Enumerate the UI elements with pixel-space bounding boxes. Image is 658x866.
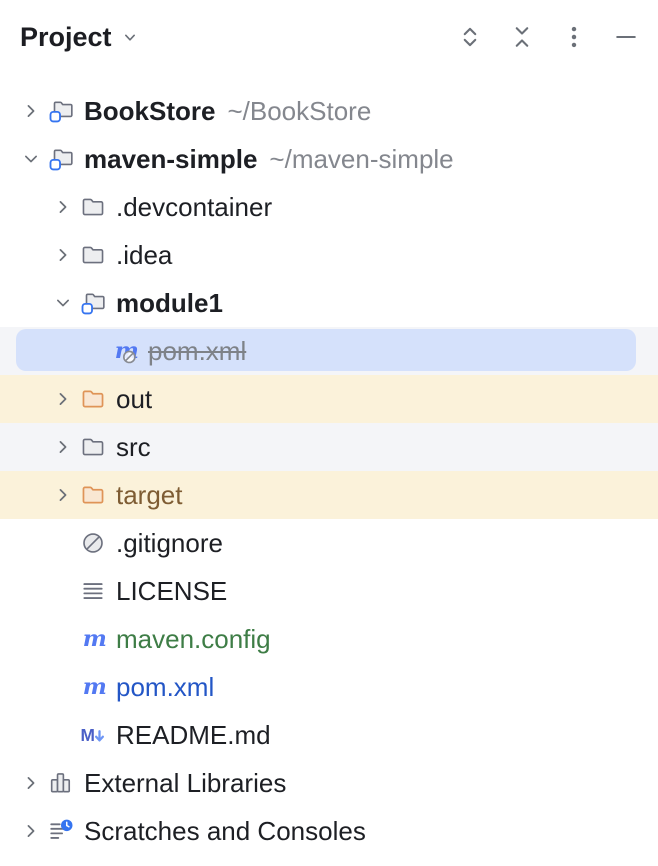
chevron-icon[interactable] — [48, 432, 78, 462]
tree-row-gitignore[interactable]: .gitignore — [0, 519, 658, 567]
maven-icon — [79, 673, 107, 701]
tree-row-bookstore[interactable]: BookStore ~/BookStore — [0, 87, 658, 135]
maven-ignored-icon — [111, 337, 139, 365]
panel-toolbar — [436, 19, 644, 55]
scratches-icon — [47, 817, 75, 845]
ignored-file-icon — [79, 529, 107, 557]
tree-item-label: pom.xml — [116, 671, 215, 702]
tree-item-label: .idea — [116, 239, 173, 270]
project-folder-icon — [79, 289, 107, 317]
tree-item-label: target — [116, 479, 183, 510]
chevron-icon[interactable] — [48, 288, 78, 318]
tree-item-label: LICENSE — [116, 575, 228, 606]
expand-all-button[interactable] — [452, 19, 488, 55]
tree-row-idea[interactable]: .idea — [0, 231, 658, 279]
tree-item-label: out — [116, 383, 153, 414]
folder-icon — [79, 193, 107, 221]
chevron-icon[interactable] — [48, 384, 78, 414]
hide-panel-button[interactable] — [608, 19, 644, 55]
project-tree: BookStore ~/BookStore maven-simple ~/mav… — [0, 74, 658, 866]
tree-item-label: BookStore — [84, 95, 216, 126]
text-file-icon — [79, 577, 107, 605]
tree-row-scratches-and-consoles[interactable]: Scratches and Consoles — [0, 807, 658, 855]
panel-title: Project — [20, 21, 112, 52]
tree-row-out[interactable]: out — [0, 375, 658, 423]
tree-item-label: maven-simple — [84, 143, 258, 174]
tree-item-label: maven.config — [116, 623, 271, 654]
folder-excluded-icon — [79, 385, 107, 413]
tree-row-src[interactable]: src — [0, 423, 658, 471]
collapse-all-button[interactable] — [504, 19, 540, 55]
tree-item-label: src — [116, 431, 151, 462]
tree-row-target[interactable]: target — [0, 471, 658, 519]
tree-item-label: Scratches and Consoles — [84, 815, 366, 846]
tree-item-label: .devcontainer — [116, 191, 273, 222]
project-view-selector[interactable]: Project — [20, 22, 140, 53]
hide-panel-icon — [612, 23, 640, 51]
chevron-icon[interactable] — [16, 816, 46, 846]
tree-item-label: .gitignore — [116, 527, 223, 558]
folder-icon — [79, 433, 107, 461]
tree-item-path: ~/maven-simple — [269, 143, 454, 174]
tree-item-label: pom.xml — [148, 335, 247, 366]
project-folder-icon — [47, 97, 75, 125]
chevron-icon[interactable] — [48, 240, 78, 270]
folder-excluded-icon — [79, 481, 107, 509]
more-options-button[interactable] — [556, 19, 592, 55]
markdown-icon — [79, 721, 107, 749]
maven-icon — [79, 625, 107, 653]
tree-item-path: ~/BookStore — [227, 95, 372, 126]
tree-row-pom-xml[interactable]: pom.xml — [0, 327, 658, 375]
tree-row-maven-simple[interactable]: maven-simple ~/maven-simple — [0, 135, 658, 183]
tree-row-module1[interactable]: module1 — [0, 279, 658, 327]
tree-row-pom-xml[interactable]: pom.xml — [0, 663, 658, 711]
chevron-icon[interactable] — [16, 144, 46, 174]
more-options-icon — [560, 23, 588, 51]
chevron-icon[interactable] — [16, 96, 46, 126]
expand-all-icon — [456, 23, 484, 51]
chevron-icon[interactable] — [48, 192, 78, 222]
tree-item-label: README.md — [116, 719, 271, 750]
folder-icon — [79, 241, 107, 269]
tree-item-label: module1 — [116, 287, 223, 318]
tree-row-readme-md[interactable]: README.md — [0, 711, 658, 759]
chevron-icon[interactable] — [16, 768, 46, 798]
tree-item-label: External Libraries — [84, 767, 287, 798]
tree-row-maven-config[interactable]: maven.config — [0, 615, 658, 663]
chevron-down-icon — [120, 27, 140, 47]
chevron-icon[interactable] — [48, 480, 78, 510]
project-folder-icon — [47, 145, 75, 173]
collapse-all-icon — [508, 23, 536, 51]
tree-row-devcontainer[interactable]: .devcontainer — [0, 183, 658, 231]
tree-row-license[interactable]: LICENSE — [0, 567, 658, 615]
external-libraries-icon — [47, 769, 75, 797]
tree-row-external-libraries[interactable]: External Libraries — [0, 759, 658, 807]
panel-header: Project — [0, 0, 658, 74]
